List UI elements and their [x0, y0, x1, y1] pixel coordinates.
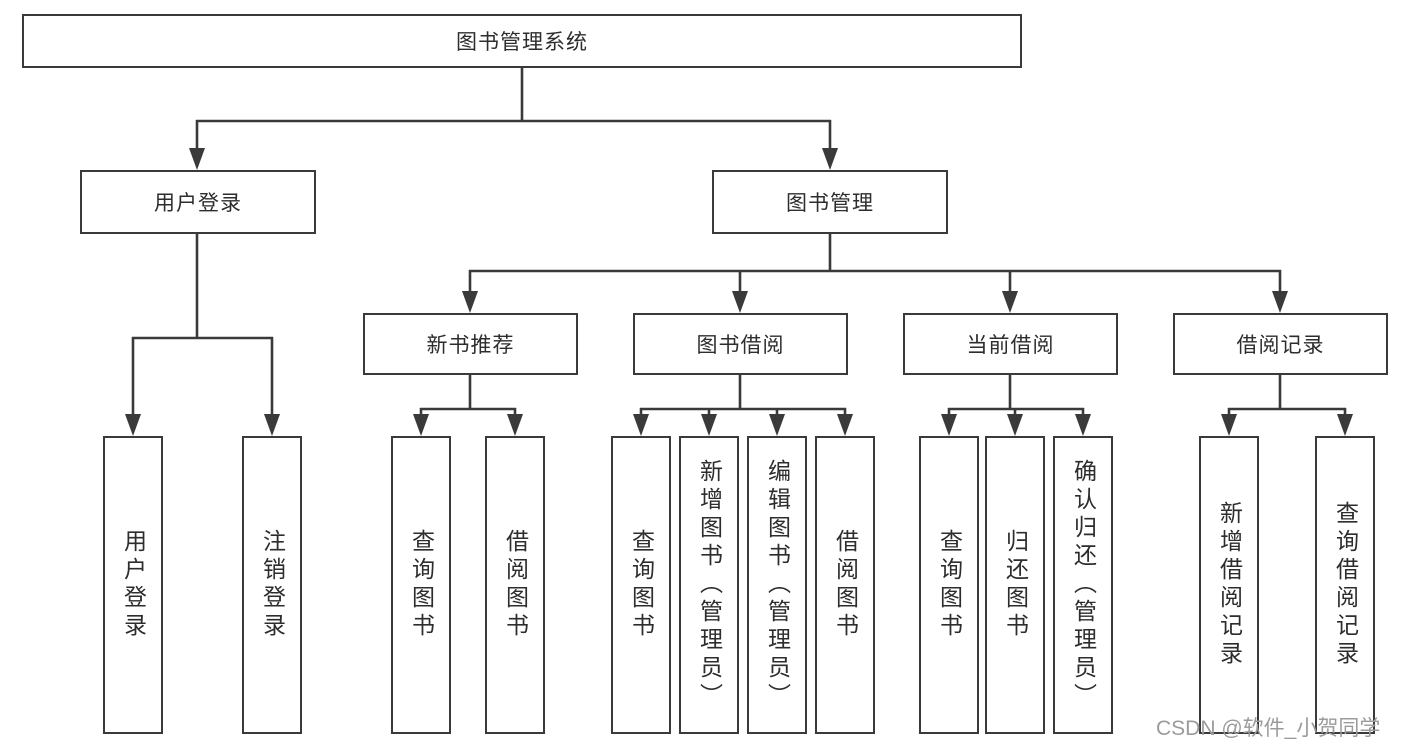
node-user-login: 用户登录: [80, 170, 316, 234]
node-book-management: 图书管理: [712, 170, 948, 234]
leaf-current-confirm-return-admin: 确认归还（管理员）: [1053, 436, 1113, 734]
leaf-borrow-add-books-admin: 新增图书（管理员）: [679, 436, 739, 734]
node-book-borrow: 图书借阅: [633, 313, 848, 375]
leaf-recommend-query-books: 查询图书: [391, 436, 451, 734]
leaf-label: 查询图书: [408, 529, 435, 641]
leaf-records-add-record: 新增借阅记录: [1199, 436, 1259, 734]
leaf-label: 新增图书（管理员）: [696, 459, 723, 711]
leaf-current-return-books: 归还图书: [985, 436, 1045, 734]
leaf-logout-login: 注销登录: [242, 436, 302, 734]
leaf-label: 归还图书: [1002, 529, 1029, 641]
csdn-watermark: CSDN @软件_小贺同学: [1156, 717, 1381, 740]
node-new-book-recommend: 新书推荐: [363, 313, 578, 375]
leaf-label: 新增借阅记录: [1216, 501, 1243, 669]
leaf-records-query-record: 查询借阅记录: [1315, 436, 1375, 734]
node-label: 图书管理: [786, 192, 874, 215]
node-label: 当前借阅: [966, 334, 1055, 357]
leaf-recommend-borrow-books: 借阅图书: [485, 436, 545, 734]
leaf-label: 编辑图书（管理员）: [764, 459, 791, 711]
node-label: 用户登录: [154, 192, 242, 215]
node-label: 图书管理系统: [456, 31, 588, 54]
node-label: 新书推荐: [426, 334, 515, 357]
node-current-borrow: 当前借阅: [903, 313, 1118, 375]
leaf-borrow-query-books: 查询图书: [611, 436, 671, 734]
leaf-label: 用户登录: [120, 529, 147, 641]
leaf-current-query-books: 查询图书: [919, 436, 979, 734]
leaf-label: 借阅图书: [832, 529, 859, 641]
leaf-label: 查询图书: [628, 529, 655, 641]
leaf-label: 确认归还（管理员）: [1070, 459, 1097, 711]
leaf-label: 查询图书: [936, 529, 963, 641]
leaf-label: 查询借阅记录: [1332, 501, 1359, 669]
node-label: 借阅记录: [1236, 334, 1325, 357]
leaf-borrow-edit-books-admin: 编辑图书（管理员）: [747, 436, 807, 734]
leaf-label: 注销登录: [259, 529, 286, 641]
leaf-borrow-borrow-books: 借阅图书: [815, 436, 875, 734]
leaf-user-login: 用户登录: [103, 436, 163, 734]
node-library-management-system: 图书管理系统: [22, 14, 1022, 68]
node-label: 图书借阅: [696, 334, 785, 357]
node-borrow-records: 借阅记录: [1173, 313, 1388, 375]
leaf-label: 借阅图书: [502, 529, 529, 641]
